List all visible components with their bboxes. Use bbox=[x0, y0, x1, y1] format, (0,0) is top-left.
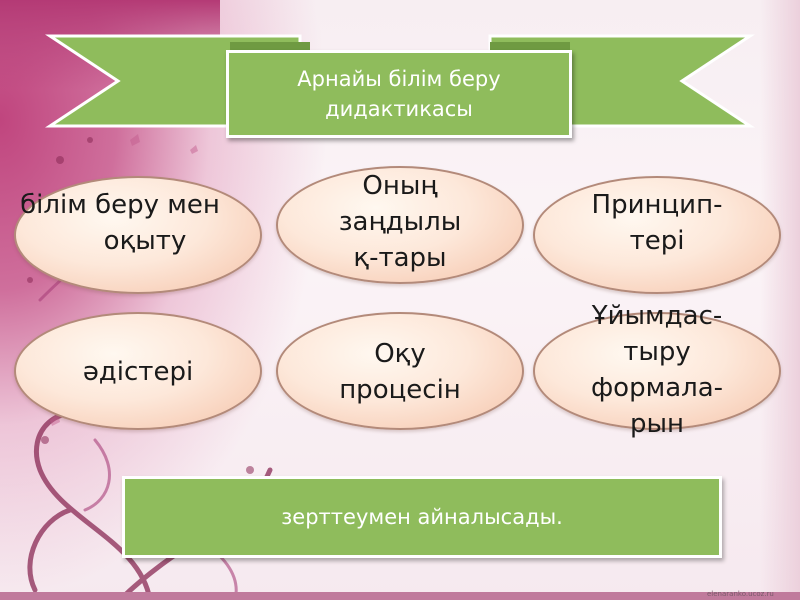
oval-methods-text: әдістері bbox=[14, 354, 262, 390]
oval-forms-line-1: Ұйымдас- bbox=[591, 301, 723, 331]
oval-principles-text: Принцип- тері bbox=[533, 187, 781, 259]
oval-teaching-line-2: оқыту bbox=[103, 226, 187, 256]
oval-process-text: Оқу процесін bbox=[276, 336, 524, 408]
oval-forms-text: Ұйымдас- тыру формала- рын bbox=[533, 298, 781, 442]
page-title: Арнайы білім беру дидактикасы bbox=[297, 64, 500, 124]
oval-process-line-1: Оқу bbox=[374, 339, 426, 369]
oval-methods-line-1: әдістері bbox=[82, 357, 194, 387]
oval-laws-line-3: қ-тары bbox=[353, 243, 447, 273]
conclusion-box: зерттеумен айналысады. bbox=[122, 476, 722, 558]
oval-principles-line-1: Принцип- bbox=[591, 190, 723, 220]
title-line-2: дидактикасы bbox=[325, 97, 473, 121]
oval-laws-text: Оның заңдылы қ-тары bbox=[276, 168, 524, 276]
oval-teaching bbox=[14, 176, 262, 294]
bottom-border bbox=[0, 592, 800, 600]
title-box: Арнайы білім беру дидактикасы bbox=[226, 50, 572, 138]
oval-teaching-line-1: білім беру мен bbox=[20, 190, 220, 220]
oval-forms-line-4: рын bbox=[629, 409, 685, 439]
oval-laws-line-1: Оның bbox=[362, 171, 438, 201]
watermark: elenaranko.ucoz.ru bbox=[707, 590, 774, 598]
oval-laws bbox=[276, 166, 524, 284]
oval-forms bbox=[533, 312, 781, 430]
oval-process-line-2: процесін bbox=[339, 375, 461, 405]
oval-laws-line-2: заңдылы bbox=[338, 207, 462, 237]
oval-forms-line-2: тыру bbox=[623, 337, 691, 367]
oval-forms-line-3: формала- bbox=[590, 373, 724, 403]
oval-teaching-text: білім беру мен оқыту bbox=[0, 187, 240, 259]
oval-principles-line-2: тері bbox=[629, 226, 685, 256]
title-line-1: Арнайы білім беру bbox=[297, 67, 501, 91]
conclusion-text: зерттеумен айналысады. bbox=[281, 505, 563, 529]
right-shade bbox=[760, 0, 800, 600]
oval-methods bbox=[14, 312, 262, 430]
oval-principles bbox=[533, 176, 781, 294]
oval-process bbox=[276, 312, 524, 430]
